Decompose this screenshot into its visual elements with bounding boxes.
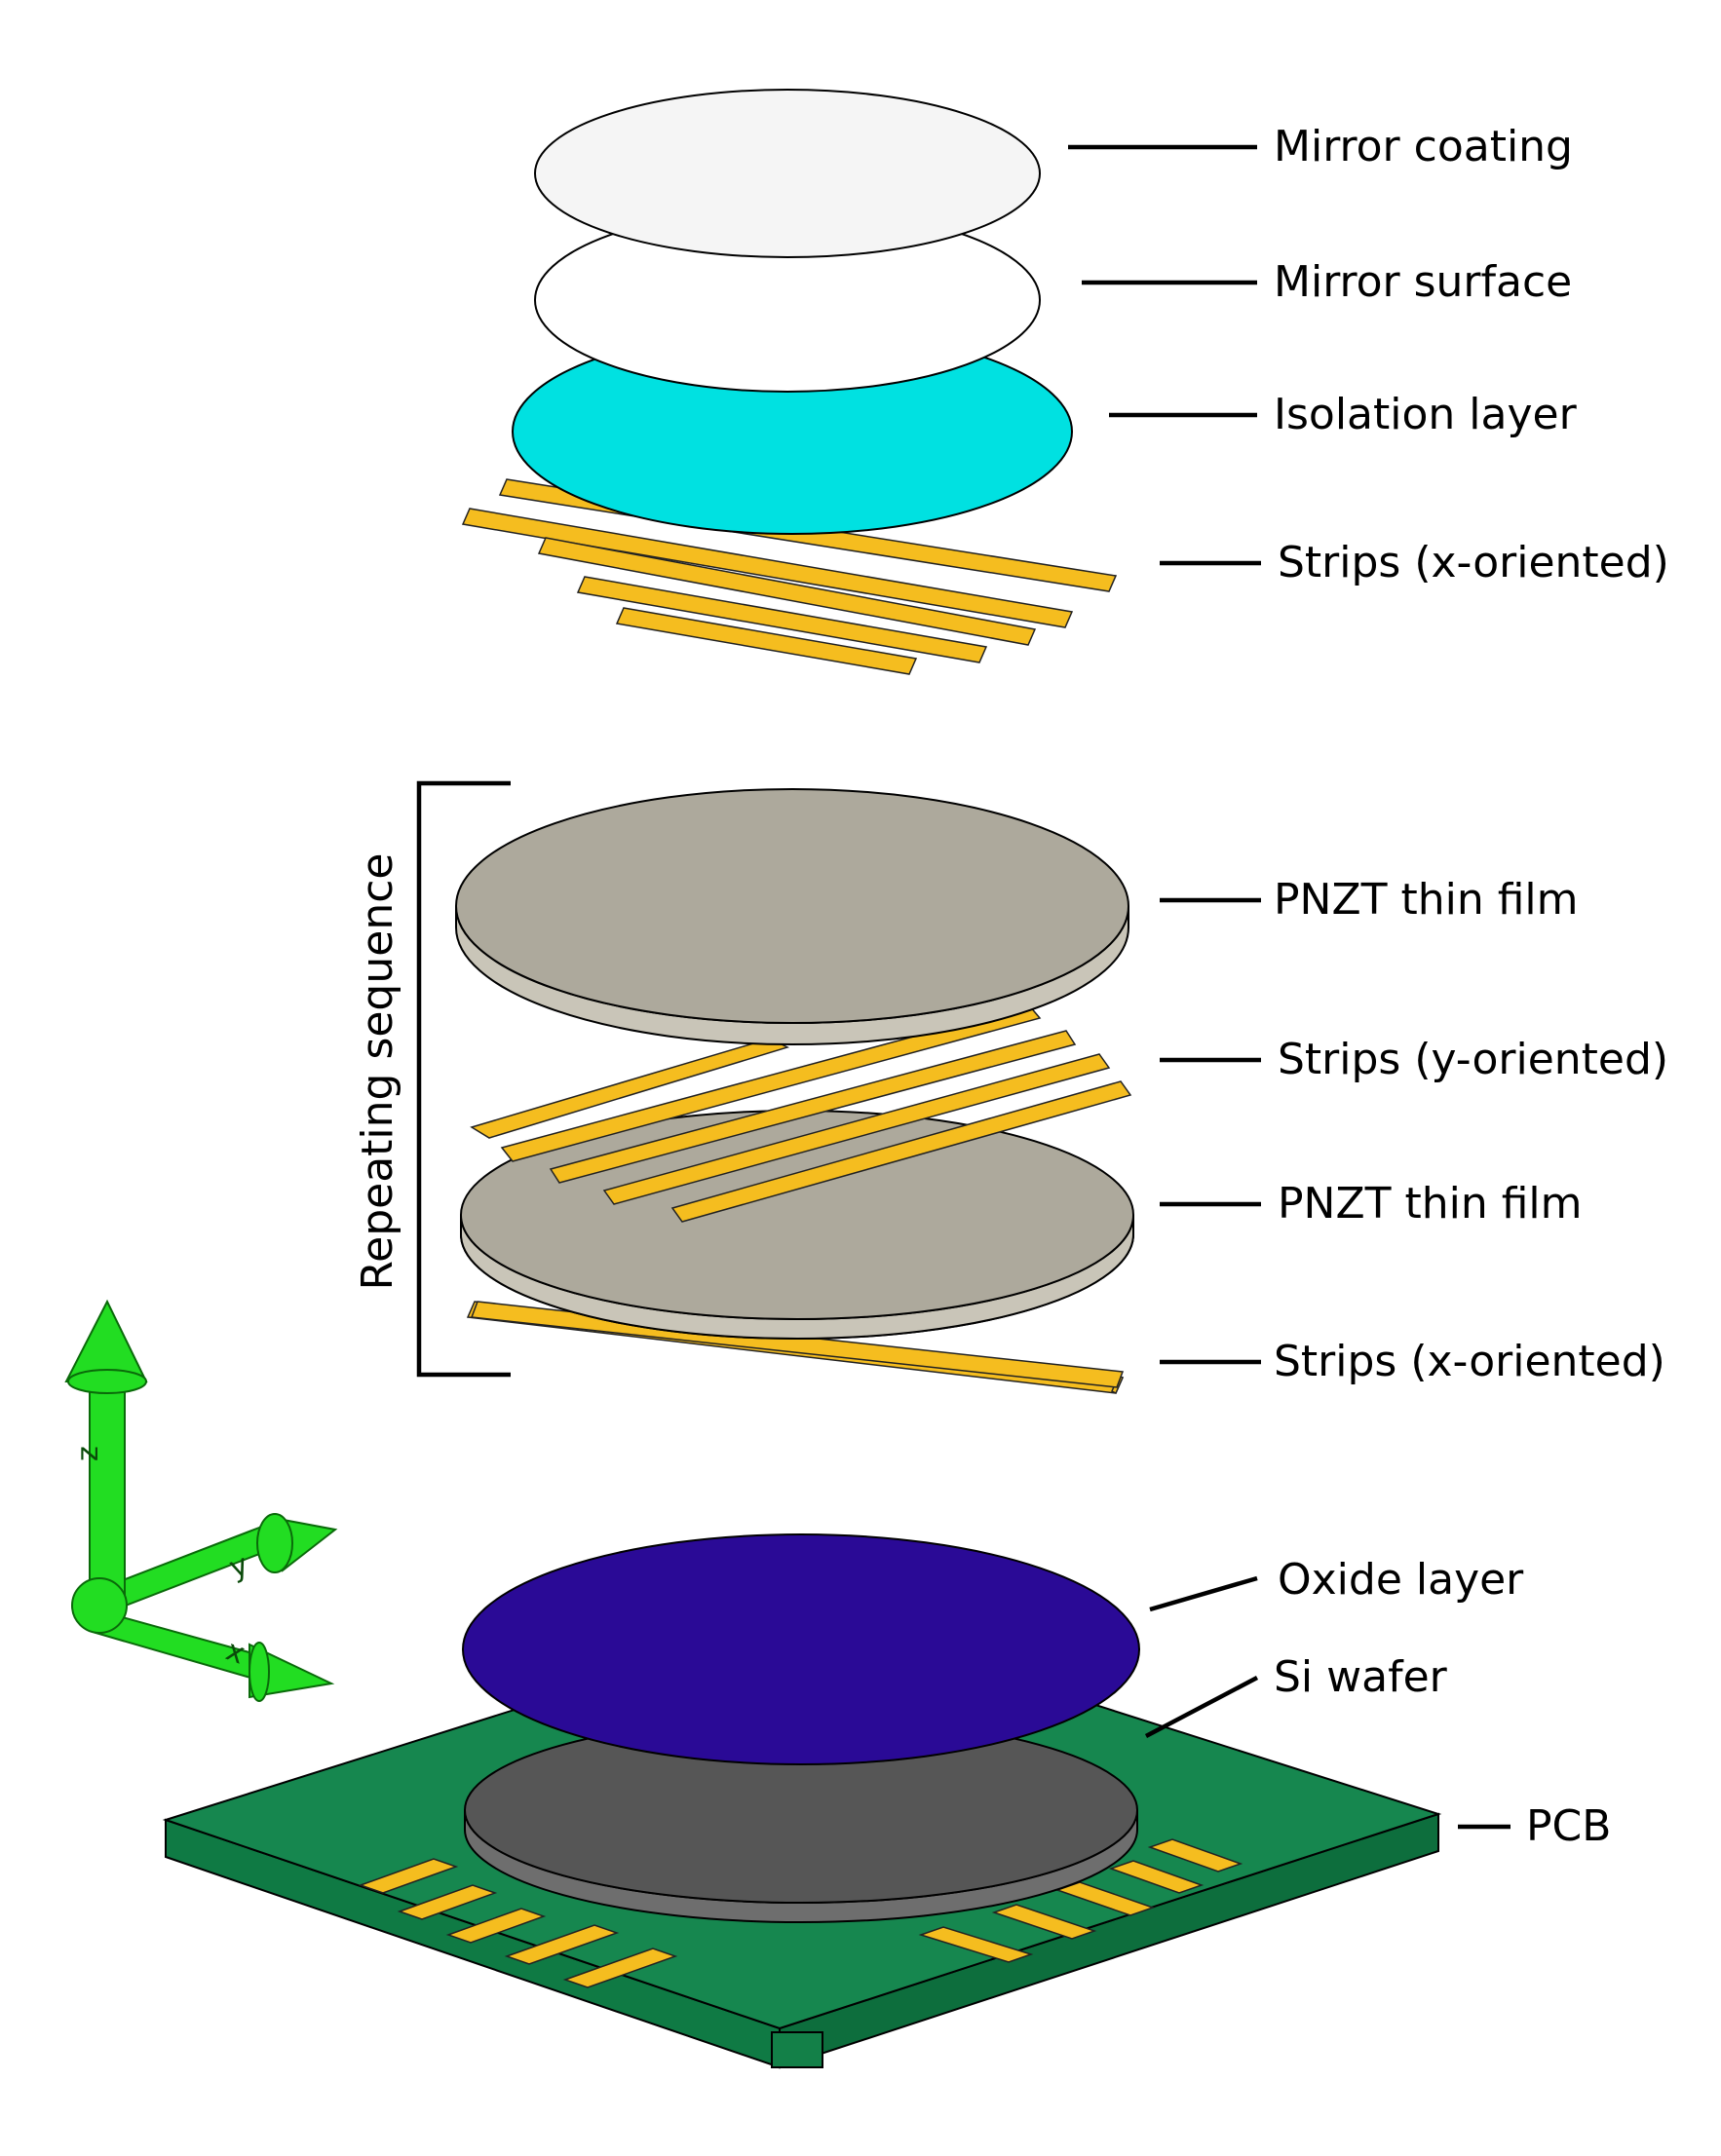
strip <box>615 607 918 675</box>
pcb-pad <box>445 1908 547 1944</box>
y-axis-ring <box>256 1513 293 1573</box>
strip <box>461 508 1074 628</box>
label-oxide-layer: Oxide layer <box>1278 1555 1524 1605</box>
leader-oxide-layer <box>1149 1575 1258 1612</box>
strip <box>537 537 1037 646</box>
pcb-pad <box>1108 1860 1205 1894</box>
strip <box>670 1080 1132 1223</box>
z-axis-ring <box>67 1369 147 1394</box>
pnzt-upper <box>455 788 1129 1045</box>
strip <box>500 1004 1042 1162</box>
pnzt-upper-top <box>455 788 1129 1024</box>
repeating-sequence-label: Repeating sequence <box>353 853 402 1291</box>
oxide-layer <box>462 1533 1140 1765</box>
repeating-sequence-bracket: Repeating sequence <box>353 780 511 1378</box>
label-pnzt-upper: PNZT thin film <box>1274 875 1579 925</box>
pcb-pad <box>918 1926 1034 1963</box>
strip <box>602 1053 1111 1205</box>
pcb-pad <box>991 1904 1097 1940</box>
label-pcb: PCB <box>1526 1801 1611 1851</box>
si-wafer <box>464 1717 1138 1923</box>
x-axis-ring <box>249 1642 270 1702</box>
strip <box>576 576 988 663</box>
pcb-pads-right <box>918 1838 1243 1963</box>
label-mirror-coating: Mirror coating <box>1274 122 1573 171</box>
z-axis-shaft <box>89 1381 126 1597</box>
label-si-wafer: Si wafer <box>1274 1652 1448 1702</box>
pcb-pad <box>562 1948 678 1988</box>
label-strips-x-bottom: Strips (x-oriented) <box>1274 1337 1665 1386</box>
strip <box>549 1030 1077 1184</box>
label-mirror-surface: Mirror surface <box>1274 257 1572 307</box>
axis-origin <box>71 1577 128 1634</box>
label-strips-y: Strips (y-oriented) <box>1278 1035 1668 1084</box>
axis-triad: x y z <box>64 1299 338 1702</box>
pcb-pad <box>358 1858 459 1894</box>
pcb-corner-notch <box>771 2031 823 2068</box>
leader-si-wafer <box>1144 1676 1259 1738</box>
pcb-pad <box>397 1884 498 1920</box>
label-isolation-layer: Isolation layer <box>1274 390 1578 439</box>
strip <box>470 1038 790 1139</box>
pcb-pads-left <box>358 1858 678 1988</box>
pcb-pad <box>1147 1838 1243 1872</box>
mirror-coating <box>534 89 1041 258</box>
leader-lines <box>1068 144 1511 1830</box>
z-axis-label: z <box>71 1446 105 1461</box>
pcb-pad <box>504 1924 620 1965</box>
label-pnzt-lower: PNZT thin film <box>1278 1179 1583 1229</box>
layer-labels: Mirror coating Mirror surface Isolation … <box>1274 122 1669 1851</box>
label-strips-x-top: Strips (x-oriented) <box>1278 538 1669 587</box>
strips-y <box>470 1004 1132 1223</box>
